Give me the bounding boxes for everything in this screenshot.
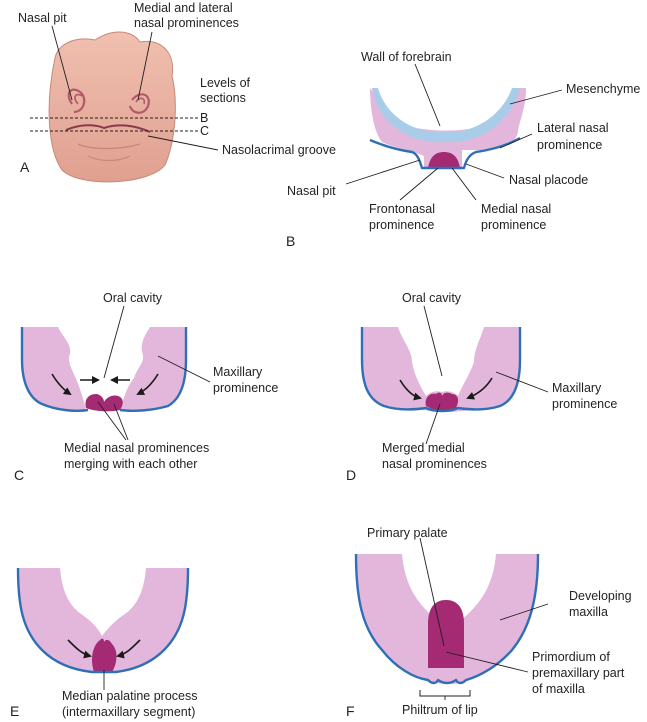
label-nasal-pit-b: Nasal pit	[287, 184, 336, 198]
arrow-c-right	[136, 373, 159, 395]
leader-merging-c-2	[113, 403, 129, 441]
label-frontonasal-2: prominence	[369, 218, 434, 232]
leader-merged-d	[425, 403, 441, 445]
section-f	[356, 554, 538, 684]
label-developing-2: maxilla	[569, 605, 608, 619]
arrow-e-left	[67, 639, 92, 659]
panel-f: Primary palate Developing maxilla Primor…	[346, 526, 632, 719]
panel-letter-b: B	[286, 233, 295, 249]
label-nasolacrimal: Nasolacrimal groove	[222, 143, 336, 157]
panel-b: Wall of forebrain Mesenchyme Lateral nas…	[286, 50, 640, 249]
label-mesenchyme: Mesenchyme	[566, 82, 640, 96]
leader-wall-forebrain	[414, 63, 441, 127]
leader-lateral-nasal	[499, 133, 533, 149]
primary-palate-f	[428, 600, 464, 668]
label-merged-d-1: Merged medial	[382, 441, 465, 455]
ectoderm-d	[360, 327, 522, 413]
label-wall-forebrain: Wall of forebrain	[361, 50, 452, 64]
label-median-palatine-1: Median palatine process	[62, 689, 198, 703]
philtrum-bracket	[419, 690, 471, 697]
label-medial-lateral-1: Medial and lateral	[134, 1, 233, 15]
label-oral-cavity-c: Oral cavity	[103, 291, 163, 305]
label-primordium-3: of maxilla	[532, 682, 585, 696]
label-primordium-1: Primordium of	[532, 650, 610, 664]
leader-frontonasal	[399, 167, 439, 201]
leader-oral-cavity-c	[103, 305, 125, 379]
panel-letter-a: A	[20, 159, 30, 175]
arrow-d-left	[399, 379, 422, 401]
label-philtrum: Philtrum of lip	[402, 703, 478, 717]
forebrain-section	[370, 88, 526, 168]
label-lateral-nasal-2: prominence	[537, 138, 602, 152]
label-merging-c-1: Medial nasal prominences	[64, 441, 209, 455]
leader-nasal-placode	[465, 163, 505, 179]
label-nasal-pit-a: Nasal pit	[18, 11, 67, 25]
leader-maxillary-c	[157, 355, 211, 383]
forebrain-wall	[372, 88, 520, 143]
label-median-palatine-2: (intermaxillary segment)	[62, 705, 195, 719]
embryo-face-illustration	[48, 31, 176, 183]
label-nasal-placode: Nasal placode	[509, 173, 588, 187]
panel-letter-d: D	[346, 467, 356, 483]
label-primordium-2: premaxillary part	[532, 666, 625, 680]
label-merged-d-2: nasal prominences	[382, 457, 487, 471]
label-level-c: C	[200, 124, 209, 138]
leader-medial-nasal-b	[451, 167, 477, 201]
panel-c: Oral cavity Maxillary prominence Medial …	[14, 291, 278, 483]
merged-medial-d	[425, 392, 459, 411]
label-maxillary-c-2: prominence	[213, 381, 278, 395]
ectoderm-f	[354, 553, 540, 685]
leader-nasal-pit	[51, 25, 73, 101]
leader-nasal-pit-b	[345, 159, 421, 185]
leader-primordium	[445, 651, 529, 673]
leader-nasolacrimal	[147, 135, 219, 151]
nasal-medial-bump-b	[428, 152, 460, 168]
median-palatine-e	[92, 638, 117, 672]
label-maxillary-d-2: prominence	[552, 397, 617, 411]
label-medial-lateral-2: nasal prominences	[134, 16, 239, 30]
arrow-c-left	[51, 373, 72, 396]
leader-merging-c-1	[97, 401, 127, 441]
ectoderm-c-right	[119, 327, 188, 412]
leader-primary-palate	[419, 537, 445, 647]
ectoderm-c-left	[20, 327, 89, 412]
label-level-b: B	[200, 111, 208, 125]
label-levels-1: Levels of	[200, 76, 251, 90]
label-medial-nasal-b-1: Medial nasal	[481, 202, 551, 216]
label-merging-c-2: merging with each other	[64, 457, 197, 471]
label-medial-nasal-b-2: prominence	[481, 218, 546, 232]
panel-e: Median palatine process (intermaxillary …	[10, 567, 198, 719]
label-maxillary-d-1: Maxillary	[552, 381, 602, 395]
leader-maxillary-d	[495, 371, 549, 393]
panel-letter-f: F	[346, 703, 355, 719]
leader-oral-cavity-d	[423, 305, 443, 377]
panel-a: Nasal pit Medial and lateral nasal promi…	[18, 1, 336, 183]
label-primary-palate: Primary palate	[367, 526, 448, 540]
label-maxillary-c-1: Maxillary	[213, 365, 263, 379]
leader-developing-maxilla	[499, 603, 549, 621]
medial-nasal-c	[85, 394, 123, 412]
leader-mesenchyme	[509, 89, 563, 105]
panel-letter-c: C	[14, 467, 24, 483]
section-e	[18, 568, 188, 672]
arrow-e-right	[116, 639, 141, 659]
label-oral-cavity-d: Oral cavity	[402, 291, 462, 305]
leader-medial-lateral	[137, 31, 153, 101]
panel-d: Oral cavity Maxillary prominence Merged …	[346, 291, 617, 483]
label-levels-2: sections	[200, 91, 246, 105]
ectoderm-b	[369, 136, 521, 170]
label-frontonasal-1: Frontonasal	[369, 202, 435, 216]
panel-letter-e: E	[10, 703, 19, 719]
label-lateral-nasal-1: Lateral nasal	[537, 121, 609, 135]
label-developing-1: Developing	[569, 589, 632, 603]
arrow-d-right	[466, 377, 493, 400]
